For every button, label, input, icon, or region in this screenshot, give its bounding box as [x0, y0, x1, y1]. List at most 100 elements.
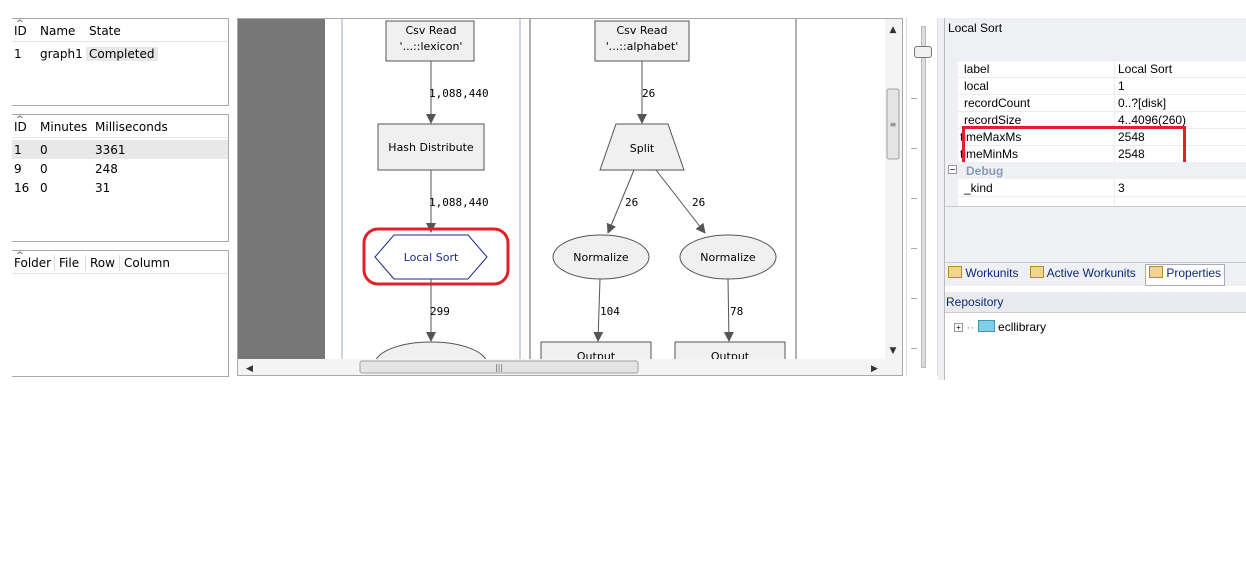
cell-milliseconds: 31	[95, 181, 111, 195]
column-header-row[interactable]: Row	[90, 256, 115, 270]
tree-item-ecllibrary[interactable]: + ·· ecllibrary	[954, 320, 1046, 334]
property-key: label	[964, 62, 990, 76]
node-label: Normalize	[700, 251, 756, 264]
zoom-slider[interactable]	[906, 18, 938, 376]
folder-icon	[977, 320, 995, 332]
edge-label: 26	[625, 196, 638, 209]
column-header-folder[interactable]: ^Folder	[14, 251, 52, 270]
graphs-table: ^ID Name State 1 graph1 Completed	[12, 18, 229, 106]
highlight-box	[362, 227, 510, 286]
timings-table-header: ^ID Minutes Milliseconds	[12, 115, 228, 138]
edge-label: 78	[730, 305, 743, 318]
property-value: 2548	[1118, 130, 1145, 144]
property-row[interactable]: label Local Sort	[958, 60, 1246, 78]
table-row[interactable]: 9 0 248	[12, 159, 228, 178]
files-table: ^Folder File Row Column	[12, 250, 229, 377]
edge	[723, 278, 734, 342]
column-header-state[interactable]: State	[89, 24, 121, 38]
sort-icon: ^	[16, 251, 24, 261]
node-normalize-2[interactable]: Normalize	[679, 234, 777, 280]
table-row[interactable]: 16 0 31	[12, 178, 228, 197]
repository-title: Repository	[946, 295, 1004, 309]
edge	[606, 169, 635, 234]
cell-id: 1	[14, 47, 22, 61]
property-description-area	[944, 206, 1246, 263]
svg-text:|||: |||	[495, 363, 503, 372]
property-row[interactable]: local 1	[958, 77, 1246, 95]
node-label: Csv Read	[616, 24, 667, 37]
property-value: 4..4096(260)	[1118, 113, 1187, 127]
property-row[interactable]: recordCount 0..?[disk]	[958, 94, 1246, 112]
node-sublabel: '...::lexicon'	[400, 40, 463, 53]
node-split[interactable]: Split	[599, 123, 685, 171]
property-value: 1	[1118, 79, 1125, 93]
table-row[interactable]: 1 0 3361	[12, 140, 228, 159]
cell-milliseconds: 3361	[95, 143, 126, 157]
node-label: Csv Read	[405, 24, 456, 37]
node-label: Hash Distribute	[388, 141, 474, 154]
column-header-column[interactable]: Column	[124, 256, 170, 270]
graphs-table-header: ^ID Name State	[12, 19, 228, 42]
column-header-name[interactable]: Name	[40, 24, 76, 38]
properties-panel: Local Sort label Local Sort local 1 reco…	[944, 18, 1246, 380]
node-sublabel: '...::alphabet'	[606, 40, 679, 53]
scroll-down-icon[interactable]: ▼	[890, 346, 897, 356]
active-workunits-icon	[1030, 266, 1044, 278]
property-row[interactable]: timeMaxMs 2548	[958, 128, 1246, 146]
sort-icon: ^	[16, 19, 24, 29]
property-value: Local Sort	[1118, 62, 1173, 76]
property-value: 3	[1118, 181, 1125, 195]
property-key: timeMinMs	[960, 147, 1019, 161]
scroll-right-icon[interactable]: ▶	[871, 364, 878, 374]
graph-view[interactable]: Csv Read '...::lexicon' Csv Read '...::a…	[237, 18, 903, 376]
slider-thumb[interactable]	[914, 46, 932, 58]
cell-milliseconds: 248	[95, 162, 118, 176]
properties-title-bar: Local Sort	[944, 18, 1246, 39]
node-hash-distribute[interactable]: Hash Distribute	[377, 123, 485, 171]
horizontal-scrollbar[interactable]: ◀ ||| ▶	[238, 359, 902, 376]
edge	[655, 169, 706, 234]
column-header-id[interactable]: ^ID	[14, 115, 27, 134]
highlight-box	[962, 126, 1186, 166]
node-local-sort[interactable]: Local Sort	[374, 234, 488, 280]
property-key: recordCount	[964, 96, 1031, 110]
scroll-thumb[interactable]	[886, 88, 900, 160]
scroll-up-icon[interactable]: ▲	[890, 25, 897, 35]
column-header-file[interactable]: File	[59, 256, 80, 270]
scroll-thumb[interactable]	[359, 360, 639, 374]
property-group-debug[interactable]: − Debug	[944, 162, 1246, 179]
column-header-minutes[interactable]: Minutes	[40, 120, 88, 134]
collapse-icon[interactable]: −	[948, 165, 957, 174]
graph-margin	[238, 19, 325, 359]
group-label: Debug	[966, 164, 1004, 178]
edge-label: 26	[692, 196, 705, 209]
property-value: 2548	[1118, 147, 1145, 161]
expand-icon[interactable]: +	[954, 323, 963, 332]
node-label: Local Sort	[404, 251, 459, 264]
sort-icon: ^	[16, 115, 24, 125]
node-csv-read-alphabet[interactable]: Csv Read '...::alphabet'	[594, 20, 690, 62]
graph-canvas[interactable]: Csv Read '...::lexicon' Csv Read '...::a…	[238, 19, 903, 376]
scroll-left-icon[interactable]: ◀	[246, 364, 253, 374]
edge	[593, 278, 604, 342]
column-header-id[interactable]: ^ID	[14, 19, 27, 38]
slider-track	[921, 26, 926, 368]
vertical-scrollbar[interactable]: ▲ ≡ ▼	[885, 19, 902, 359]
edge-label: 26	[642, 87, 655, 100]
workunits-icon	[948, 266, 962, 278]
cell-minutes: 0	[40, 181, 48, 195]
tab-active-workunits[interactable]: Active Workunits	[1030, 266, 1136, 284]
edge-label: 104	[600, 305, 620, 318]
tab-workunits[interactable]: Workunits	[948, 266, 1018, 284]
cell-id: 16	[14, 181, 30, 195]
column-header-milliseconds[interactable]: Milliseconds	[95, 120, 168, 134]
cell-id: 9	[14, 162, 22, 176]
properties-icon	[1149, 266, 1163, 278]
tab-properties[interactable]: Properties	[1145, 264, 1226, 286]
property-row[interactable]: _kind 3	[958, 179, 1246, 197]
tree-item-label: ecllibrary	[998, 320, 1047, 334]
table-row[interactable]: 1 graph1 Completed	[12, 44, 228, 63]
node-csv-read-lexicon[interactable]: Csv Read '...::lexicon'	[385, 20, 475, 62]
node-normalize-1[interactable]: Normalize	[552, 234, 650, 280]
edge-label: 1,088,440	[429, 196, 489, 209]
